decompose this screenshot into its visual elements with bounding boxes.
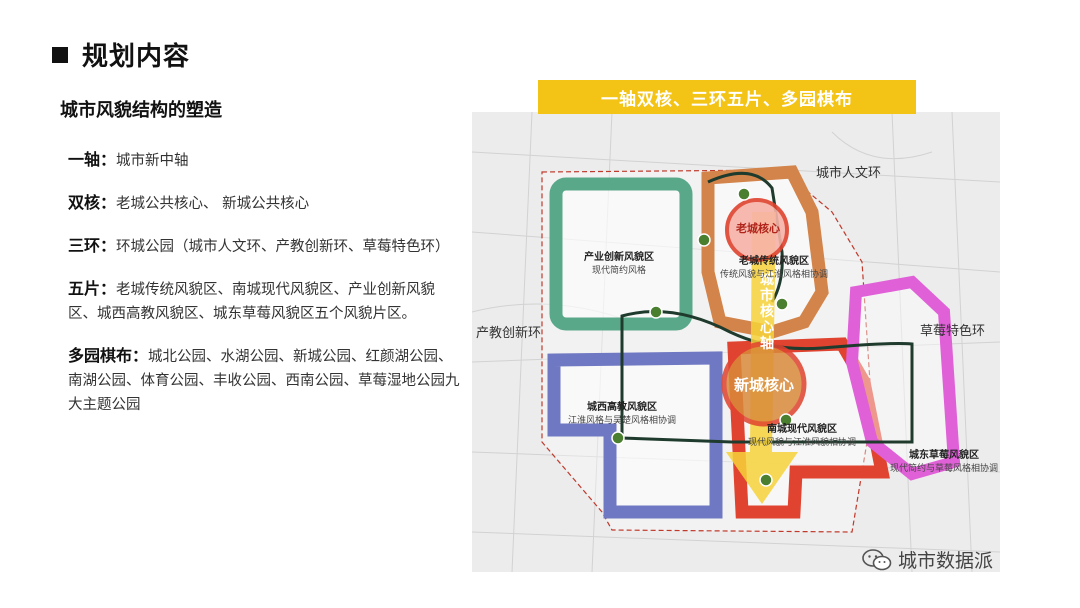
label-core-old: 老城核心 [736,222,780,235]
label-zone-west: 城西高教风貌区 江淮风格与吴楚风格相协调 [568,398,676,426]
page-title: 规划内容 [82,42,191,72]
item-text: 城市新中轴 [116,153,189,169]
item-text: 老城传统风貌区、南城现代风貌区、产业创新风貌区、城西高教风貌区、城东草莓风貌区五… [68,282,436,322]
list-item-rings: 三环：环城公园（城市人文环、产教创新环、草莓特色环） [68,234,460,259]
zone-name: 老城传统风貌区 [739,256,809,267]
zone-style: 现代简约风格 [591,266,646,276]
zone-east-ring [845,275,961,481]
label-ring-humanity: 城市人文环 [816,166,882,181]
section-subtitle: 城市风貌结构的塑造 [60,100,222,121]
item-key: 双核： [68,193,117,212]
list-item-parks: 多园棋布：城北公园、水湖公园、新城公园、红颜湖公园、南湖公园、体育公园、丰收公园… [68,344,460,417]
zone-style: 现代简约与草莓风格相协调 [890,464,999,474]
label-zone-east: 城东草莓风貌区 现代简约与草莓风格相协调 [890,446,998,474]
label-zone-south: 南城现代风貌区 现代风貌与江淮风貌相协调 [748,420,856,448]
zone-name: 城西高教风貌区 [587,402,657,413]
item-key: 多园棋布： [68,346,149,365]
zone-west-ring [547,351,723,519]
item-key: 五片： [68,279,117,298]
zone-name: 南城现代风貌区 [767,424,837,435]
watermark-text: 城市数据派 [898,550,994,572]
list-item-axis: 一轴：城市新中轴 [68,148,460,173]
zone-name: 城东草莓风貌区 [909,450,979,461]
zone-style: 传统风貌与江淮风格相协调 [720,270,829,280]
label-ring-strawberry: 草莓特色环 [920,324,986,339]
content-list: 一轴：城市新中轴 双核：老城公共核心、 新城公共核心 三环：环城公园（城市人文环… [68,148,460,435]
list-item-zones: 五片：老城传统风貌区、南城现代风貌区、产业创新风貌区、城西高教风貌区、城东草莓风… [68,277,460,326]
map-banner: 一轴双核、三环五片、多园棋布 [538,80,916,114]
list-item-cores: 双核：老城公共核心、 新城公共核心 [68,191,460,216]
label-zone-oldcity: 老城传统风貌区 传统风貌与江淮风格相协调 [720,252,828,280]
item-text: 环城公园（城市人文环、产教创新环、草莓特色环） [116,239,450,255]
old-core-circle [725,198,789,262]
label-ring-innovation: 产教创新环 [476,326,542,341]
ring-route [620,310,914,444]
label-core-new: 新城核心 [734,376,795,394]
item-text: 城北公园、水湖公园、新城公园、红颜湖公园、南湖公园、体育公园、丰收公园、西南公园… [68,349,460,413]
park-markers [611,187,793,487]
item-key: 一轴： [68,150,117,169]
ring-route-north [707,171,784,303]
label-axis: 城市核心轴 [760,272,774,352]
wechat-icon [862,548,892,571]
label-zone-industry: 产业创新风貌区 现代简约风格 [584,248,654,276]
watermark: 城市数据派 [862,546,993,573]
item-key: 三环： [68,236,117,255]
map-svg [472,112,1000,572]
zone-style: 江淮风格与吴楚风格相协调 [568,416,677,426]
title-bullet-icon [52,46,68,63]
zone-style: 现代风貌与江淮风貌相协调 [748,438,857,448]
item-text: 老城公共核心、 新城公共核心 [116,196,310,212]
new-core-circle [721,341,807,427]
zone-name: 产业创新风貌区 [584,252,654,263]
planning-map: 城市人文环 产教创新环 草莓特色环 老城核心 新城核心 城市核心轴 产业创新风貌… [472,112,1000,572]
slide-title: 规划内容 [52,36,190,73]
